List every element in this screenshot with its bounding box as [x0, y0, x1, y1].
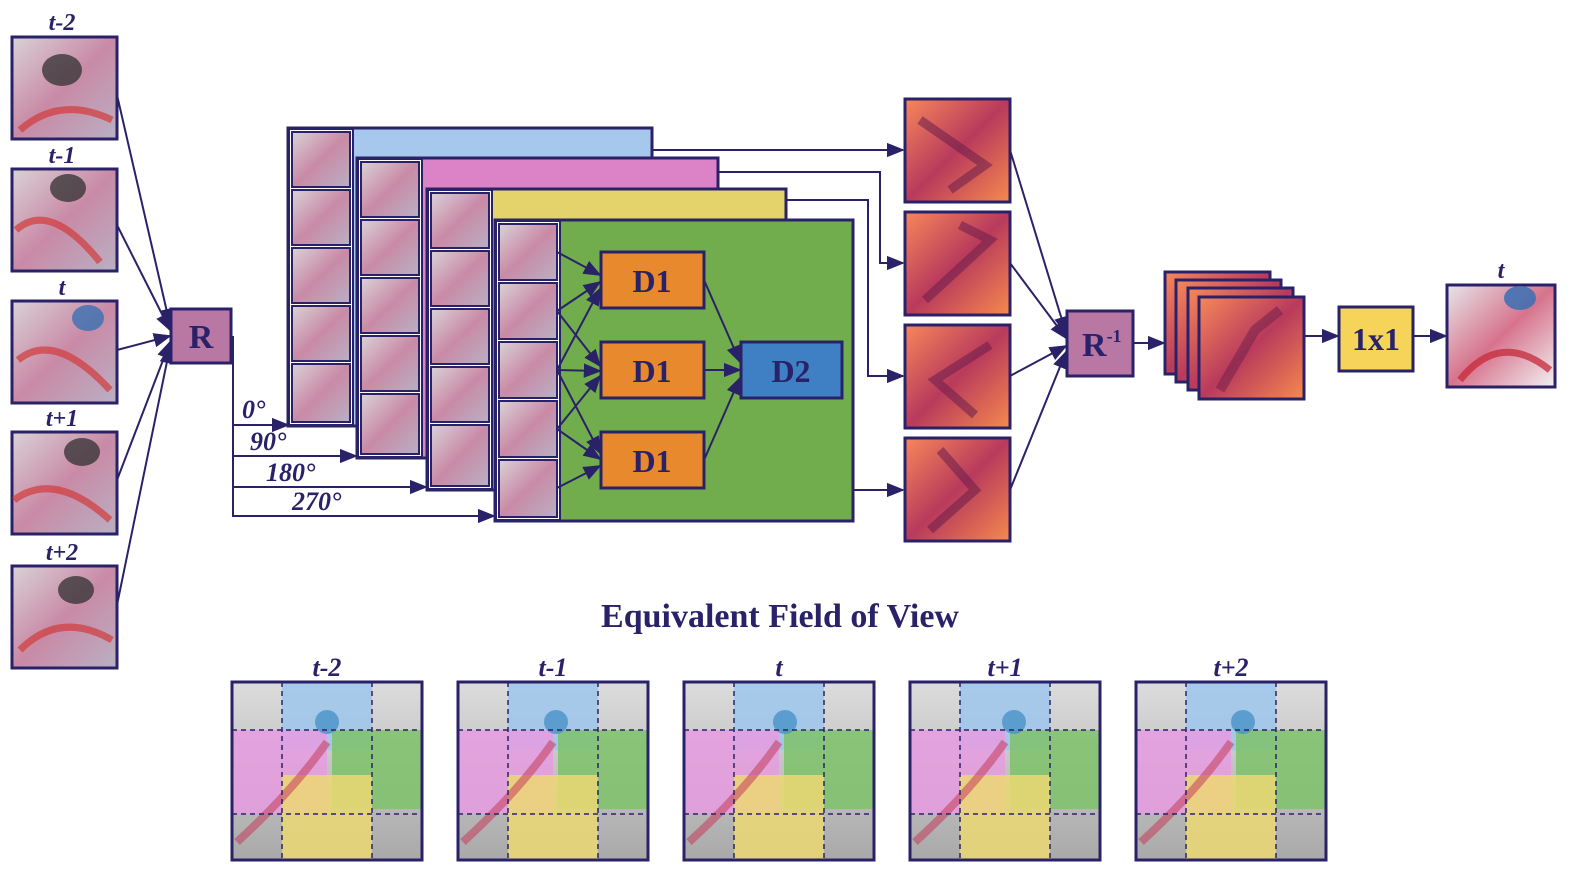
- angle-label: 270°: [291, 487, 342, 516]
- input-frame-label: t+2: [46, 540, 78, 566]
- svg-text:D1: D1: [632, 263, 671, 299]
- fov-region-yellow: [1186, 775, 1276, 860]
- feature-map: [903, 210, 1012, 317]
- inverse-rotation-superscript: -1: [1107, 326, 1122, 346]
- feature-map: [903, 97, 1012, 204]
- fov-helmet: [544, 710, 568, 734]
- fov-region-yellow: [734, 775, 824, 860]
- fov-title: Equivalent Field of View: [601, 598, 959, 635]
- fov-region-yellow: [508, 775, 598, 860]
- conv-label: 1x1: [1352, 321, 1400, 357]
- inverse-arrows: [1009, 149, 1069, 491]
- fov-panel: t-2: [230, 653, 424, 862]
- input-frame-label: t-1: [49, 143, 76, 169]
- fov-helmet: [315, 710, 339, 734]
- d1-block: D1: [599, 340, 706, 400]
- svg-text:D1: D1: [632, 443, 671, 479]
- angle-label: 90°: [250, 427, 287, 456]
- d1-input-arrows: [556, 251, 602, 489]
- angle-routes: [232, 336, 496, 524]
- d2-input-arrows: [703, 279, 742, 461]
- input-frame: [10, 167, 119, 273]
- input-frames: t-2 t-1 t t+1 t+2: [10, 10, 119, 670]
- angle-label: 0°: [242, 395, 266, 424]
- fov-frame-label: t-1: [539, 653, 568, 682]
- fov-panel: t+2: [1134, 653, 1328, 862]
- feature-routes: [652, 142, 905, 498]
- conv-1x1-box: 1x1: [1337, 305, 1415, 373]
- fov-panel: t+1: [908, 653, 1102, 862]
- fov-region-yellow: [282, 775, 372, 860]
- svg-text:D1: D1: [632, 353, 671, 389]
- fov-skier: [460, 739, 557, 845]
- fov-frame-border: [230, 680, 424, 862]
- inverse-rotation-label: R: [1082, 327, 1107, 364]
- fov-panel: t: [682, 653, 876, 862]
- d1-block: D1: [599, 250, 706, 310]
- fov-panel: t-1: [456, 653, 650, 862]
- feature-maps: [903, 97, 1012, 543]
- fov-frame-border: [908, 680, 1102, 862]
- rotation-label: R: [189, 319, 214, 356]
- fov-frame-border: [682, 680, 876, 862]
- input-frame: [10, 35, 119, 141]
- fov-region-yellow: [960, 775, 1050, 860]
- fov-helmet: [1231, 710, 1255, 734]
- aligned-feature-stack: [1163, 270, 1306, 401]
- input-frame: [10, 299, 119, 405]
- fov-skier: [686, 739, 783, 845]
- fov-frame-label: t+1: [987, 653, 1022, 682]
- fov-frame-label: t-2: [313, 653, 342, 682]
- feature-map: [903, 436, 1012, 543]
- fov-frame-label: t: [775, 653, 783, 682]
- inverse-rotation-box: R-1: [1065, 309, 1135, 378]
- input-frame: [10, 564, 119, 670]
- input-frame: [10, 430, 119, 536]
- svg-text:D2: D2: [771, 353, 810, 389]
- fov-skier: [912, 739, 1009, 845]
- fov-frame-border: [1134, 680, 1328, 862]
- d1-block: D1: [599, 430, 706, 490]
- output-frame: [1445, 283, 1557, 389]
- angle-label: 180°: [266, 458, 316, 487]
- d2-block: D2: [739, 340, 844, 400]
- fov-frame-border: [456, 680, 650, 862]
- input-arrows: [116, 94, 174, 606]
- fov-helmet: [1002, 710, 1026, 734]
- svg-text:R-1: R-1: [1082, 326, 1122, 364]
- fov-skier: [1138, 739, 1235, 845]
- fov-row: t-2 t-1 t t+1 t+2: [230, 653, 1328, 862]
- input-frame-label: t-2: [49, 10, 76, 36]
- output-frame-label: t: [1498, 258, 1506, 284]
- fov-skier: [234, 739, 331, 845]
- input-frame-label: t+1: [46, 406, 78, 432]
- feature-map: [903, 323, 1012, 430]
- fov-helmet: [773, 710, 797, 734]
- input-frame-label: t: [59, 275, 67, 301]
- fov-frame-label: t+2: [1213, 653, 1248, 682]
- rotation-box: R: [169, 307, 233, 365]
